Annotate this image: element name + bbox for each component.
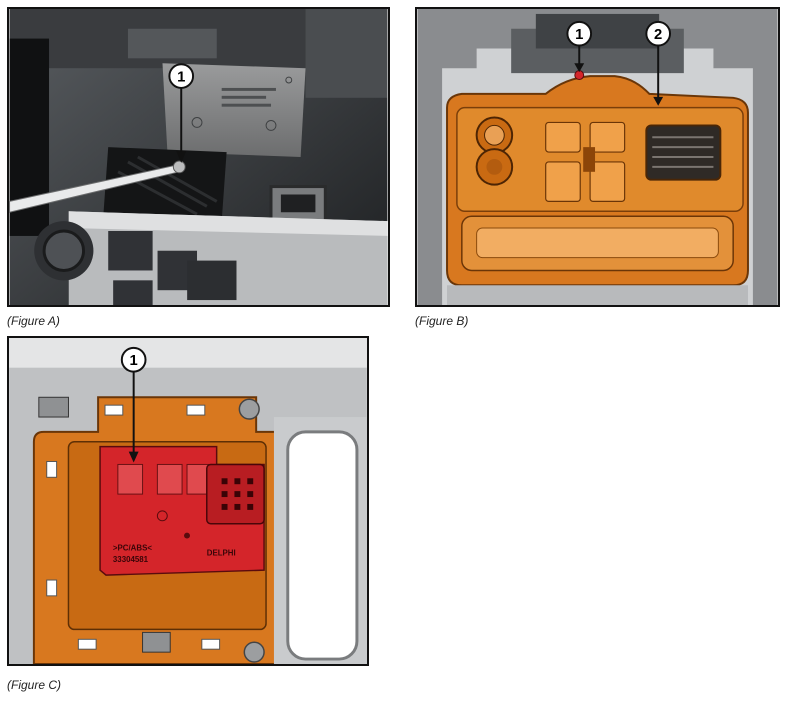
figure-a-illustration: 1 (9, 9, 388, 305)
figure-c-illustration: >PC/ABS< 33304581 DELPHI 1 (9, 338, 367, 664)
callout-number: 2 (654, 27, 662, 43)
callout-number: 1 (177, 70, 185, 86)
figure-a: 1 (7, 7, 390, 307)
callout-circle (168, 63, 195, 89)
module-part-number: 33304581 (113, 555, 149, 564)
figure-b-illustration: 1 2 (417, 9, 778, 305)
callout-circle (566, 20, 593, 47)
callout-number: 1 (575, 27, 583, 43)
figure-caption: (Figure B) (415, 314, 469, 328)
figure-caption: (Figure C) (7, 678, 62, 692)
module-brand-label: DELPHI (207, 548, 236, 557)
callout-circle (120, 346, 147, 373)
module-material-label: >PC/ABS< (113, 543, 152, 552)
callout-number: 1 (130, 353, 138, 369)
figure-caption: (Figure A) (7, 314, 60, 328)
figure-c: >PC/ABS< 33304581 DELPHI 1 (7, 336, 369, 666)
callout-circle (645, 20, 672, 47)
figure-b: 1 2 (415, 7, 780, 307)
